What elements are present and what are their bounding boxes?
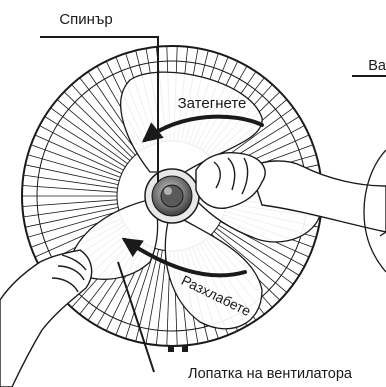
guard-spoke bbox=[40, 126, 124, 171]
guard-spoke bbox=[28, 155, 119, 181]
fan-base-stub bbox=[168, 346, 188, 352]
right-partial-figure bbox=[352, 76, 386, 272]
fan-blade-label: Лопатка на вентилатора bbox=[188, 366, 353, 382]
base-foot-left bbox=[168, 346, 174, 352]
guard-spoke bbox=[45, 117, 126, 167]
guard-spoke bbox=[35, 135, 122, 174]
tighten-label: Затегнете bbox=[178, 95, 247, 112]
spinner-hub bbox=[145, 169, 199, 223]
hub-inner bbox=[161, 185, 183, 207]
spinner-label: Спинър bbox=[59, 11, 112, 28]
left-hand-illustration bbox=[0, 250, 92, 387]
guard-spoke bbox=[31, 145, 120, 178]
right-edge-label: Ва bbox=[368, 58, 386, 74]
base-foot-right bbox=[182, 346, 188, 352]
hub-highlight bbox=[164, 187, 172, 195]
left-arm bbox=[0, 250, 92, 387]
right-partial-stroke bbox=[380, 232, 386, 236]
